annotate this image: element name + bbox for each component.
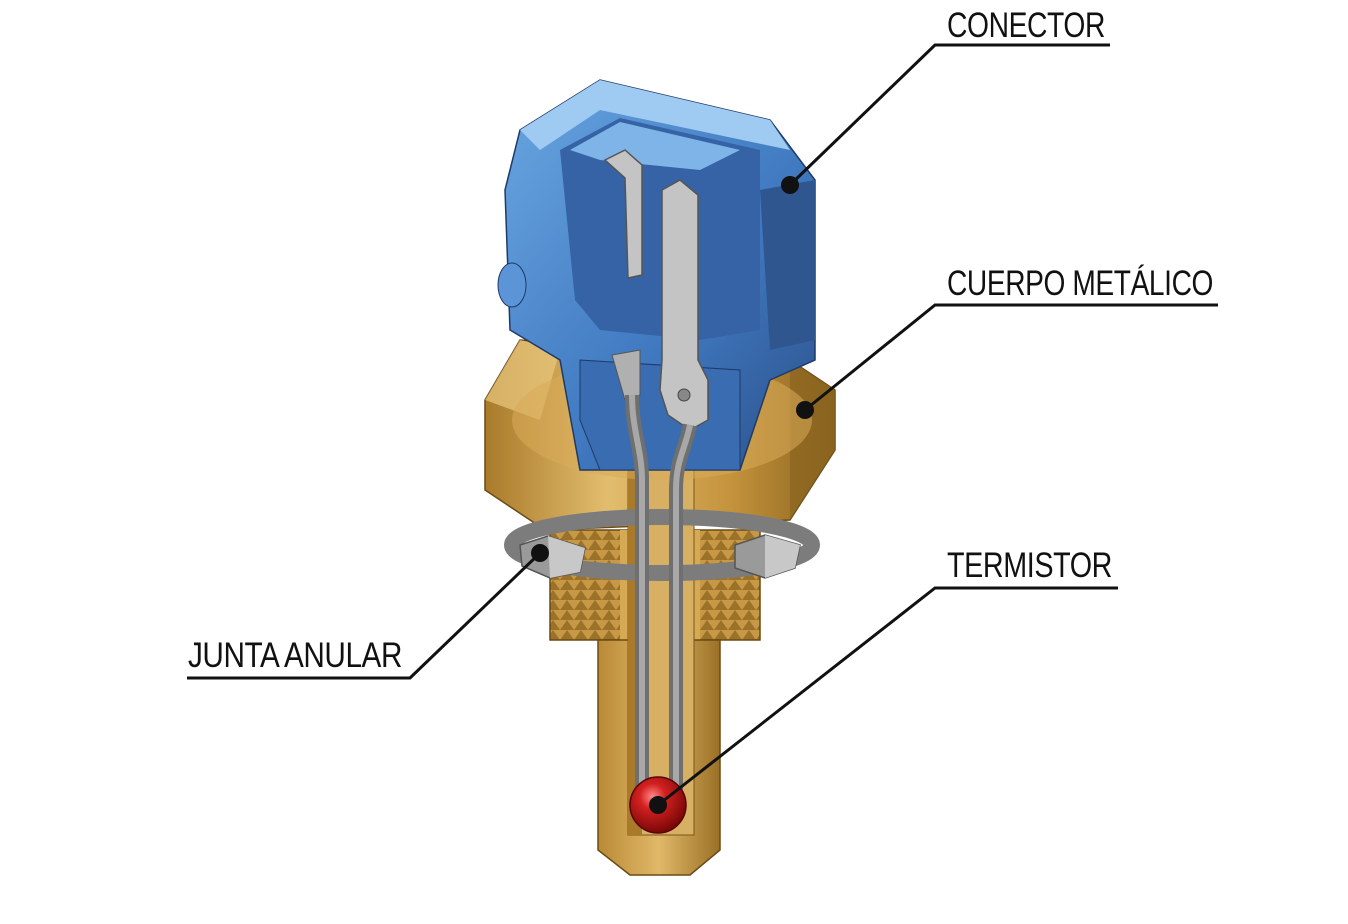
dot-conector	[781, 176, 799, 194]
terminal-pins	[603, 149, 709, 431]
leader-junta	[187, 551, 542, 680]
dot-termistor	[649, 796, 667, 814]
label-conector: CONECTOR	[947, 6, 1105, 45]
connector-housing	[497, 79, 816, 471]
leader-termistor	[657, 586, 1118, 807]
dot-cuerpo	[796, 401, 814, 419]
leader-conector	[788, 43, 1110, 187]
label-termistor: TERMISTOR	[947, 546, 1112, 585]
leader-cuerpo	[804, 303, 1218, 412]
dot-junta	[531, 544, 549, 562]
label-junta-anular: JUNTA ANULAR	[188, 636, 402, 675]
leader-lines	[187, 43, 1218, 807]
leader-dots	[531, 176, 814, 814]
label-cuerpo-metalico: CUERPO METÁLICO	[947, 264, 1213, 303]
lead-wires	[625, 394, 697, 790]
